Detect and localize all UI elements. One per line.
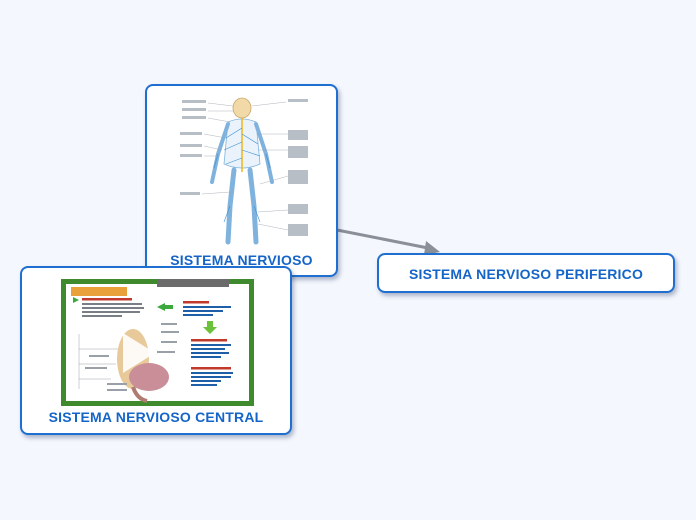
- node-label: SISTEMA NERVIOSO PERIFERICO: [408, 266, 644, 282]
- node-label: SISTEMA NERVIOSO: [170, 252, 313, 268]
- node-sistema-nervioso-central[interactable]: SISTEMA NERVIOSO CENTRAL: [20, 266, 292, 435]
- node-sistema-nervioso-periferico[interactable]: SISTEMA NERVIOSO PERIFERICO: [377, 253, 675, 293]
- central-nervous-system-image: [61, 279, 254, 406]
- nervous-system-anatomy-image: [178, 94, 309, 246]
- node-sistema-nervioso[interactable]: SISTEMA NERVIOSO: [145, 84, 338, 277]
- node-label: SISTEMA NERVIOSO CENTRAL: [48, 409, 264, 425]
